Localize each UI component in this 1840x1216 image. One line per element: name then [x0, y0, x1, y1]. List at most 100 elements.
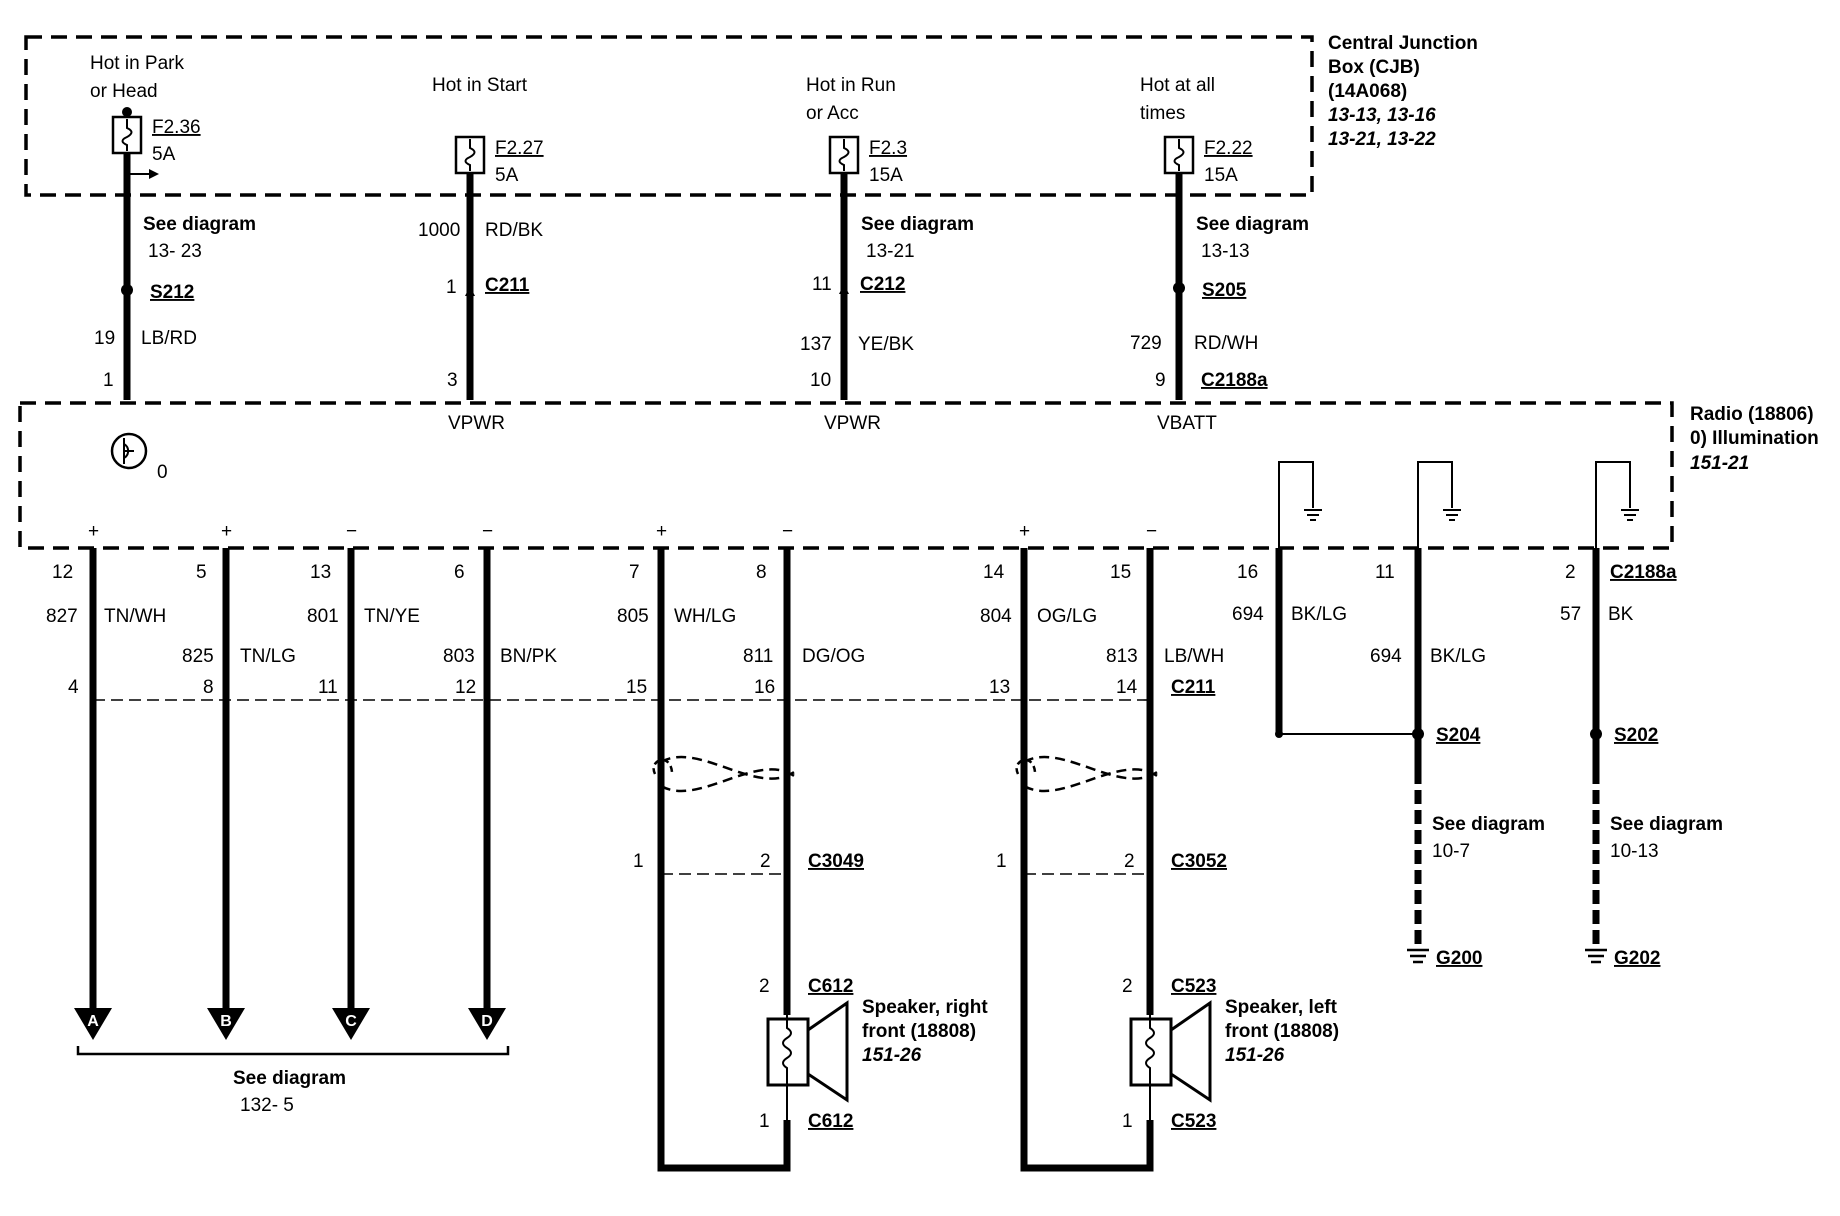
illumination-sub: 0: [157, 462, 168, 483]
splice-s205: [1173, 282, 1185, 294]
c212-pin-marker: [839, 284, 849, 294]
upper-4-circuit: 729: [1130, 333, 1162, 354]
radio-box: [18, 401, 1674, 550]
upper-1-pin: 1: [103, 370, 114, 391]
lower-10-see-2: 10-7: [1432, 841, 1470, 862]
fuse-3-label-1: Hot in Run: [806, 75, 896, 96]
upper-4-color: RD/WH: [1194, 333, 1258, 354]
lower-3-color: TN/YE: [364, 606, 420, 627]
lower-2-pin: 5: [196, 562, 207, 583]
upper-2-circuit: 1000: [418, 220, 460, 241]
lower-5-pin: 7: [629, 562, 640, 583]
spk-right-bot-conn: C612: [808, 1111, 853, 1132]
lower-11-see-2: 10-13: [1610, 841, 1659, 862]
fuse-3-element: [838, 139, 850, 171]
cjb-title-3: (14A068): [1328, 81, 1407, 102]
radio-ref: 151-21: [1690, 453, 1749, 474]
ground-icon-internal-2: [1417, 461, 1461, 548]
upper-1-see-1: See diagram: [143, 214, 256, 235]
fuse-3-name: F2.3: [869, 138, 907, 159]
svg-text:A: A: [87, 1013, 99, 1030]
upper-4-see-2: 13-13: [1201, 241, 1250, 262]
upper-1-splice: S212: [150, 282, 194, 303]
upper-3-conn: C212: [860, 274, 905, 295]
lower-1-circuit: 827: [46, 606, 78, 627]
upper-2-pin: 3: [447, 370, 458, 391]
spk-right-bot-pin: 1: [759, 1111, 770, 1132]
svg-text:D: D: [481, 1013, 493, 1030]
splice-s212: [121, 284, 133, 296]
radio-title-2: 0) Illumination: [1690, 428, 1819, 449]
upper-2-signal: VPWR: [448, 413, 505, 434]
see-abcd-1: See diagram: [233, 1068, 346, 1089]
arrow-a-icon: A: [74, 1008, 112, 1040]
spk-right-top-pin: 2: [759, 976, 770, 997]
arrow-c-icon: C: [332, 1008, 370, 1040]
pol-3: −: [346, 521, 357, 542]
lower-11-ground: G202: [1614, 948, 1660, 969]
pol-4: −: [482, 521, 493, 542]
spk-right-top-conn: C612: [808, 976, 853, 997]
c211-label: C211: [1171, 677, 1216, 698]
spk-right-ref: 151-26: [862, 1045, 922, 1066]
lower-6-color: DG/OG: [802, 646, 865, 667]
lower-6-circuit: 811: [743, 646, 773, 667]
upper-3-pin: 10: [810, 370, 831, 391]
speaker-left-icon: [1129, 1000, 1212, 1120]
spk-left-title-2: front (18808): [1225, 1021, 1339, 1042]
fuse-1-branch-arrow: [149, 169, 159, 179]
lower-7-circuit: 804: [980, 606, 1012, 627]
see-diagram-bracket: [76, 1046, 510, 1056]
lower-1-pin: 12: [52, 562, 73, 583]
c211-pin-2: 8: [203, 677, 214, 698]
fuse-2-name: F2.27: [495, 138, 544, 159]
arrow-d-icon: D: [468, 1008, 506, 1040]
fuse-3-amps: 15A: [869, 165, 903, 186]
c211-pin-7: 13: [989, 677, 1010, 698]
lower-7-pin: 14: [983, 562, 1005, 583]
cjb-refs-1: 13-13, 13-16: [1328, 105, 1436, 126]
lower-8-color: LB/WH: [1164, 646, 1224, 667]
c3049-label: C3049: [808, 851, 864, 872]
upper-2-conn-pin: 1: [446, 277, 457, 298]
upper-1-circuit: 19: [94, 328, 115, 349]
fuse-1-amps: 5A: [152, 144, 176, 165]
c211-pin-3: 11: [318, 677, 338, 698]
spk-left-top-pin: 2: [1122, 976, 1133, 997]
lower-5-circuit: 805: [617, 606, 649, 627]
fuse-1-dot: [122, 107, 132, 117]
lower-11-conn: C2188a: [1610, 562, 1677, 583]
splice-s204-left: [1275, 730, 1283, 738]
fuse-2-label-1: Hot in Start: [432, 75, 528, 96]
ground-icon-internal-1: [1278, 461, 1322, 548]
fuse-1-label-2: or Head: [90, 81, 158, 102]
lower-2-color: TN/LG: [240, 646, 296, 667]
lower-wire-7: [1020, 548, 1154, 1172]
cjb-refs-2: 13-21, 13-22: [1328, 129, 1436, 150]
lower-10-circuit: 694: [1370, 646, 1402, 667]
lower-9-circuit: 694: [1232, 604, 1264, 625]
c211-pin-marker: [465, 286, 475, 296]
c3052-pin-1: 1: [996, 851, 1007, 872]
ground-icon-g202: [1585, 948, 1607, 964]
ground-icon-g200: [1407, 948, 1429, 964]
svg-text:C: C: [345, 1013, 357, 1030]
c3049-pin-1: 1: [633, 851, 644, 872]
fuse-4-name: F2.22: [1204, 138, 1253, 159]
c211-pin-1: 4: [68, 677, 79, 698]
lower-11-see-1: See diagram: [1610, 814, 1723, 835]
spk-left-title-1: Speaker, left: [1225, 997, 1338, 1018]
radio-title-1: Radio (18806): [1690, 404, 1814, 425]
twisted-pair-icon-2: [1015, 755, 1161, 793]
splice-s202: [1590, 728, 1602, 740]
spk-left-top-conn: C523: [1171, 976, 1216, 997]
spk-left-ref: 151-26: [1225, 1045, 1285, 1066]
cjb-box: [24, 35, 1314, 197]
c211-pin-6: 16: [754, 677, 775, 698]
upper-3-circuit: 137: [800, 334, 832, 355]
pol-6: −: [782, 521, 793, 542]
lower-11-color: BK: [1608, 604, 1634, 625]
fuse-4-amps: 15A: [1204, 165, 1238, 186]
upper-1-color: LB/RD: [141, 328, 197, 349]
